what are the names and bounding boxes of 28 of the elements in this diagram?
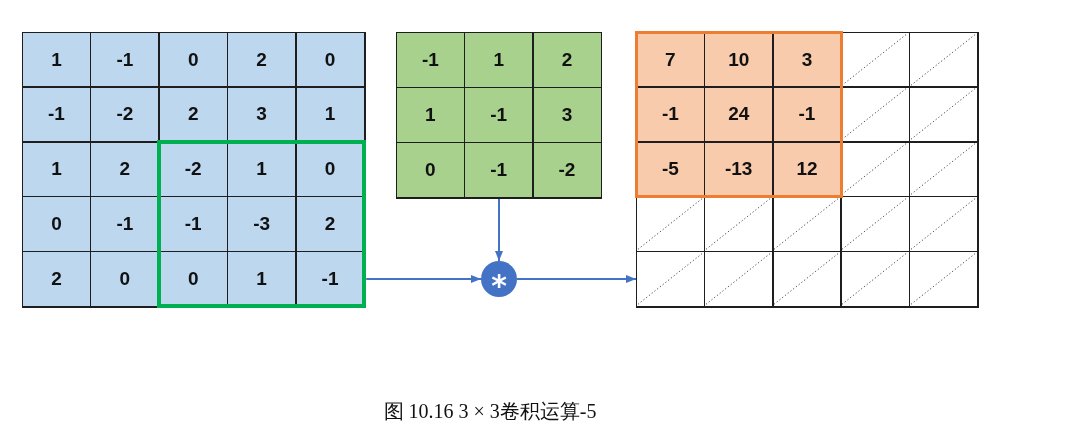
matrix-cell: 2 [226, 31, 297, 88]
matrix-cell: 1 [295, 86, 365, 143]
arrow [516, 275, 637, 283]
matrix-cell: 3 [226, 86, 297, 143]
matrix-cell: -1 [463, 141, 534, 198]
matrix-cell: -1 [89, 31, 160, 88]
convolution-operator-circle: * [481, 261, 517, 297]
matrix-cell: 12 [772, 141, 842, 198]
matrix-cell: -13 [703, 141, 774, 198]
matrix-cell: -1 [635, 86, 706, 143]
input-matrix [22, 32, 366, 308]
matrix-cell: -2 [89, 86, 160, 143]
matrix-cell: 10 [703, 31, 774, 88]
matrix-cell: 24 [703, 86, 774, 143]
arrow [495, 197, 503, 262]
matrix-cell: 0 [295, 31, 365, 88]
sliding-window-frame [157, 139, 367, 309]
arrow [365, 275, 482, 283]
matrix-cell: -2 [532, 141, 602, 198]
matrix-cell: -1 [21, 86, 92, 143]
matrix-cell: 3 [772, 31, 842, 88]
figure-caption: 图 10.16 3 × 3卷积运算-5 [383, 399, 597, 424]
kernel-matrix [396, 32, 603, 199]
matrix-cell: -1 [772, 86, 842, 143]
matrix-cell: 0 [158, 31, 229, 88]
result-region-frame [634, 30, 843, 199]
matrix-cell: 2 [158, 86, 229, 143]
output-matrix [636, 32, 979, 308]
